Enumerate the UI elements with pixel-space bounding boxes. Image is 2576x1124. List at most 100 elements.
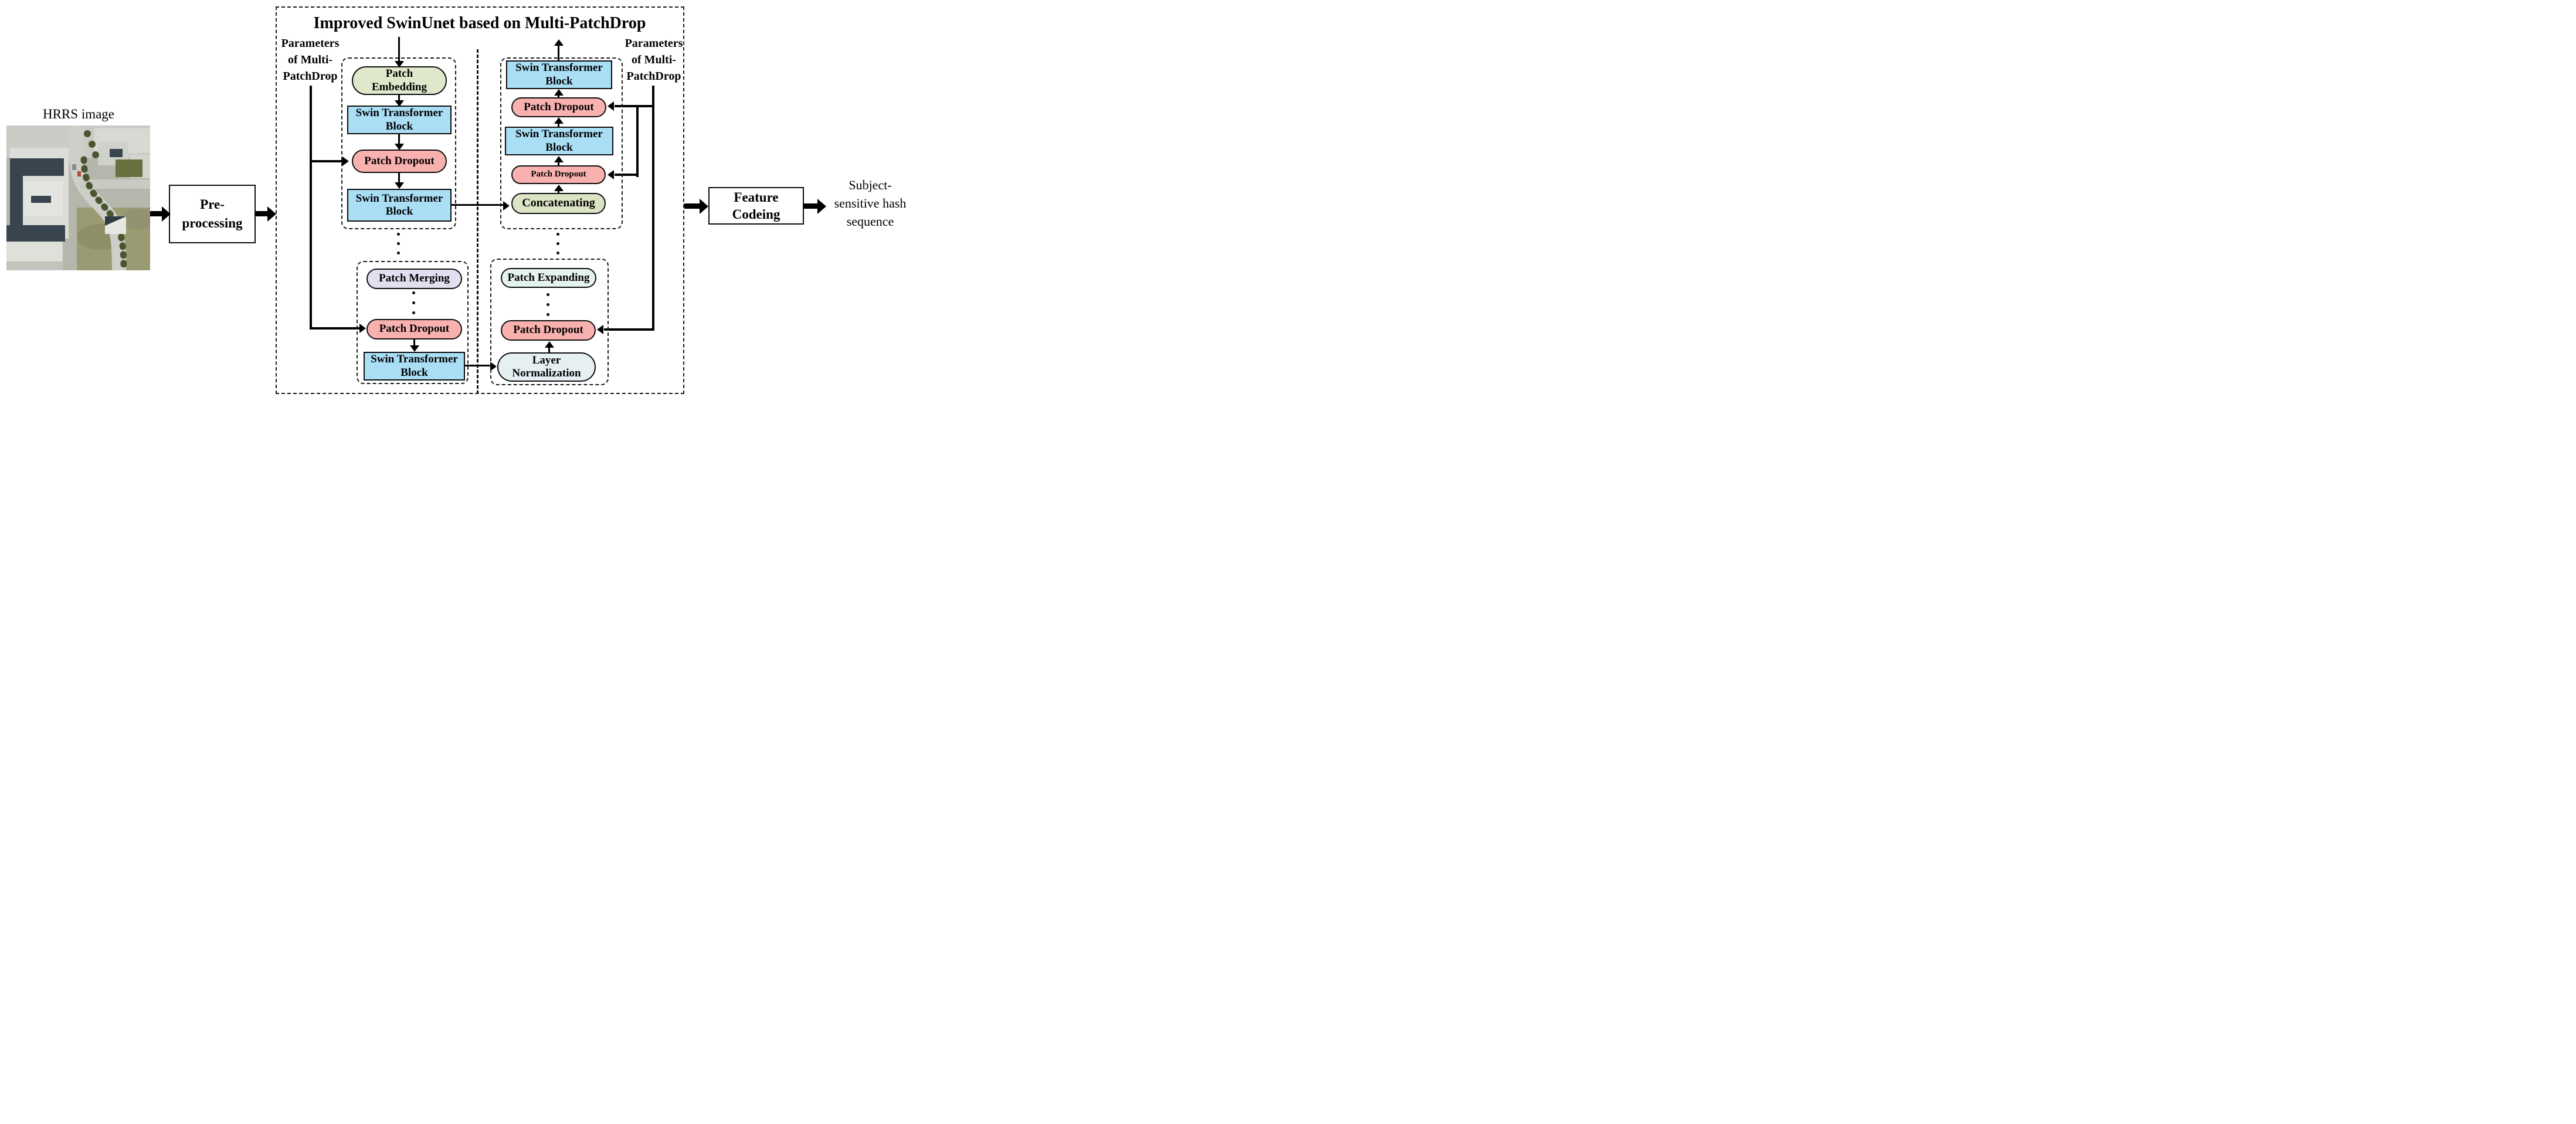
node-encoder-patch-dropout: Patch Dropout — [352, 150, 447, 173]
node-decoder-patch-dropout-2: Patch Dropout — [511, 165, 606, 184]
encoder-stageN-ellipsis-dot — [412, 301, 415, 304]
right-param-branch2-arrowhead — [607, 170, 614, 179]
decoder-stageN-ellipsis-dot — [547, 303, 549, 306]
arrow-lnorm-dropout-head — [545, 341, 554, 348]
arrow-network-to-feature-shaft — [684, 203, 700, 209]
arrow-embed-stb1-head — [395, 100, 404, 107]
skip-connection-arrowhead — [503, 201, 510, 210]
right-param-branch1 — [615, 105, 653, 107]
node-encoder-stageN-swin-block: Swin Transformer Block — [364, 352, 465, 381]
arrow-stb1-dropout-head — [395, 144, 404, 150]
decoder-stage1-group — [500, 57, 623, 229]
output-hash-label: Subject- sensitive hash sequence — [823, 176, 917, 230]
node-encoder-swin-block-2: Swin Transformer Block — [347, 189, 452, 222]
params-left-line1: Parameters — [281, 37, 340, 50]
input-arrow-shaft — [398, 37, 400, 61]
decoder-ellipsis-dot — [556, 233, 559, 236]
arrow-pd2-stbmid-head — [554, 156, 564, 162]
arrow-network-to-feature-head — [700, 199, 708, 214]
arrow-dropout-stb2-head — [395, 182, 404, 189]
encoder-stageN-ellipsis-dot — [412, 291, 415, 294]
params-right-line1: Parameters — [625, 37, 683, 50]
left-param-branch1-arrowhead — [342, 157, 349, 166]
params-left-line3: PatchDrop — [283, 70, 338, 83]
diagram-title: Improved SwinUnet based on Multi-PatchDr… — [313, 14, 646, 32]
arrow-stb1-dropout-shaft — [398, 134, 400, 144]
params-left-line2: of Multi- — [287, 53, 333, 66]
left-param-branch2 — [310, 327, 359, 330]
arrow-pd1-stbtop-shaft — [558, 95, 559, 97]
decoder-ellipsis-dot — [556, 252, 559, 254]
encoder-ellipsis-dot — [397, 252, 400, 254]
node-concatenating: Concatenating — [511, 193, 606, 214]
bottleneck-connection-arrowhead — [490, 362, 497, 371]
node-patch-expanding: Patch Expanding — [501, 268, 596, 288]
right-param-branch3-arrowhead — [597, 325, 603, 334]
node-decoder-patch-dropout-1: Patch Dropout — [511, 97, 606, 117]
node-encoder-swin-block-1: Swin Transformer Block — [347, 106, 452, 134]
arrow-feature-to-output-shaft — [804, 203, 817, 209]
arrow-preprocessing-to-network-shaft — [256, 211, 267, 216]
arrow-feature-to-output-head — [817, 199, 826, 214]
preprocessing-line1: Pre- — [200, 197, 225, 212]
right-param-branch1-arrowhead — [607, 101, 614, 111]
feature-coding-box: Feature Codeing — [708, 187, 804, 225]
output-arrow-head — [554, 39, 564, 46]
node-layer-normalization: Layer Normalization — [497, 352, 596, 382]
hrrs-image-label: HRRS image — [42, 107, 115, 121]
right-param-branch2 — [615, 174, 639, 176]
bottleneck-connection-shaft — [465, 365, 490, 366]
encoder-stageN-ellipsis-dot — [412, 311, 415, 314]
encoder-ellipsis-dot — [397, 233, 400, 236]
node-decoder-swin-block-1: Swin Transformer Block — [506, 60, 612, 89]
arrow-concat-pd2-head — [554, 185, 564, 191]
node-patch-embedding: Patch Embedding — [352, 66, 447, 95]
node-decoder-swin-block-2: Swin Transformer Block — [505, 127, 613, 155]
arrow-stbmid-pd1-head — [554, 117, 564, 124]
node-decoder-stageN-patch-dropout: Patch Dropout — [501, 320, 596, 341]
decoder-stageN-group — [490, 259, 609, 385]
swinunet-outer-box — [276, 6, 684, 394]
output-arrow-shaft — [558, 46, 559, 60]
diagram-canvas: HRRS image — [0, 0, 920, 402]
left-param-branch2-arrowhead — [359, 324, 366, 333]
encoder-ellipsis-dot — [397, 242, 400, 245]
node-patch-merging: Patch Merging — [366, 269, 462, 289]
output-line1: Subject- — [849, 178, 892, 192]
arrow-pd2-stbmid-shaft — [558, 162, 559, 165]
output-line2: sensitive hash — [834, 196, 907, 210]
arrow-lnorm-dropout-shaft — [548, 347, 550, 352]
right-param-junction-vertical — [636, 105, 639, 177]
aerial-photo-graphic — [6, 125, 156, 274]
feature-coding-line2: Codeing — [732, 207, 780, 222]
params-label-right: Parameters of Multi- PatchDrop — [619, 35, 688, 84]
decoder-stageN-ellipsis-dot — [547, 293, 549, 296]
feature-coding-line1: Feature — [734, 190, 779, 205]
left-param-line-vertical — [310, 86, 312, 330]
arrow-image-to-preprocessing-shaft — [150, 211, 162, 216]
params-right-line2: of Multi- — [631, 53, 677, 66]
arrow-stageN-dropout-stb-shaft — [413, 339, 415, 345]
node-encoder-stageN-patch-dropout: Patch Dropout — [366, 319, 462, 339]
preprocessing-box: Pre- processing — [169, 185, 256, 243]
arrow-concat-pd2-shaft — [558, 191, 559, 193]
preprocessing-line2: processing — [182, 216, 243, 230]
arrow-stageN-dropout-stb-head — [410, 345, 419, 352]
params-label-left: Parameters of Multi- PatchDrop — [276, 35, 345, 84]
arrow-dropout-stb2-shaft — [398, 173, 400, 182]
decoder-stageN-ellipsis-dot — [547, 313, 549, 316]
left-param-branch1 — [310, 160, 342, 162]
decoder-ellipsis-dot — [556, 242, 559, 245]
encoder-decoder-divider — [477, 49, 478, 394]
input-arrow-head — [395, 61, 404, 67]
arrow-image-to-preprocessing-head — [162, 206, 171, 222]
arrow-stbmid-pd1-shaft — [558, 123, 559, 127]
output-line3: sequence — [846, 214, 894, 229]
arrow-pd1-stbtop-head — [554, 89, 564, 96]
skip-connection-shaft — [452, 204, 503, 206]
right-param-line-vertical — [652, 86, 654, 331]
encoder-stageN-group — [357, 261, 469, 384]
hrrs-image — [6, 125, 156, 274]
right-param-branch3 — [604, 328, 653, 331]
arrow-preprocessing-to-network-head — [267, 206, 276, 222]
